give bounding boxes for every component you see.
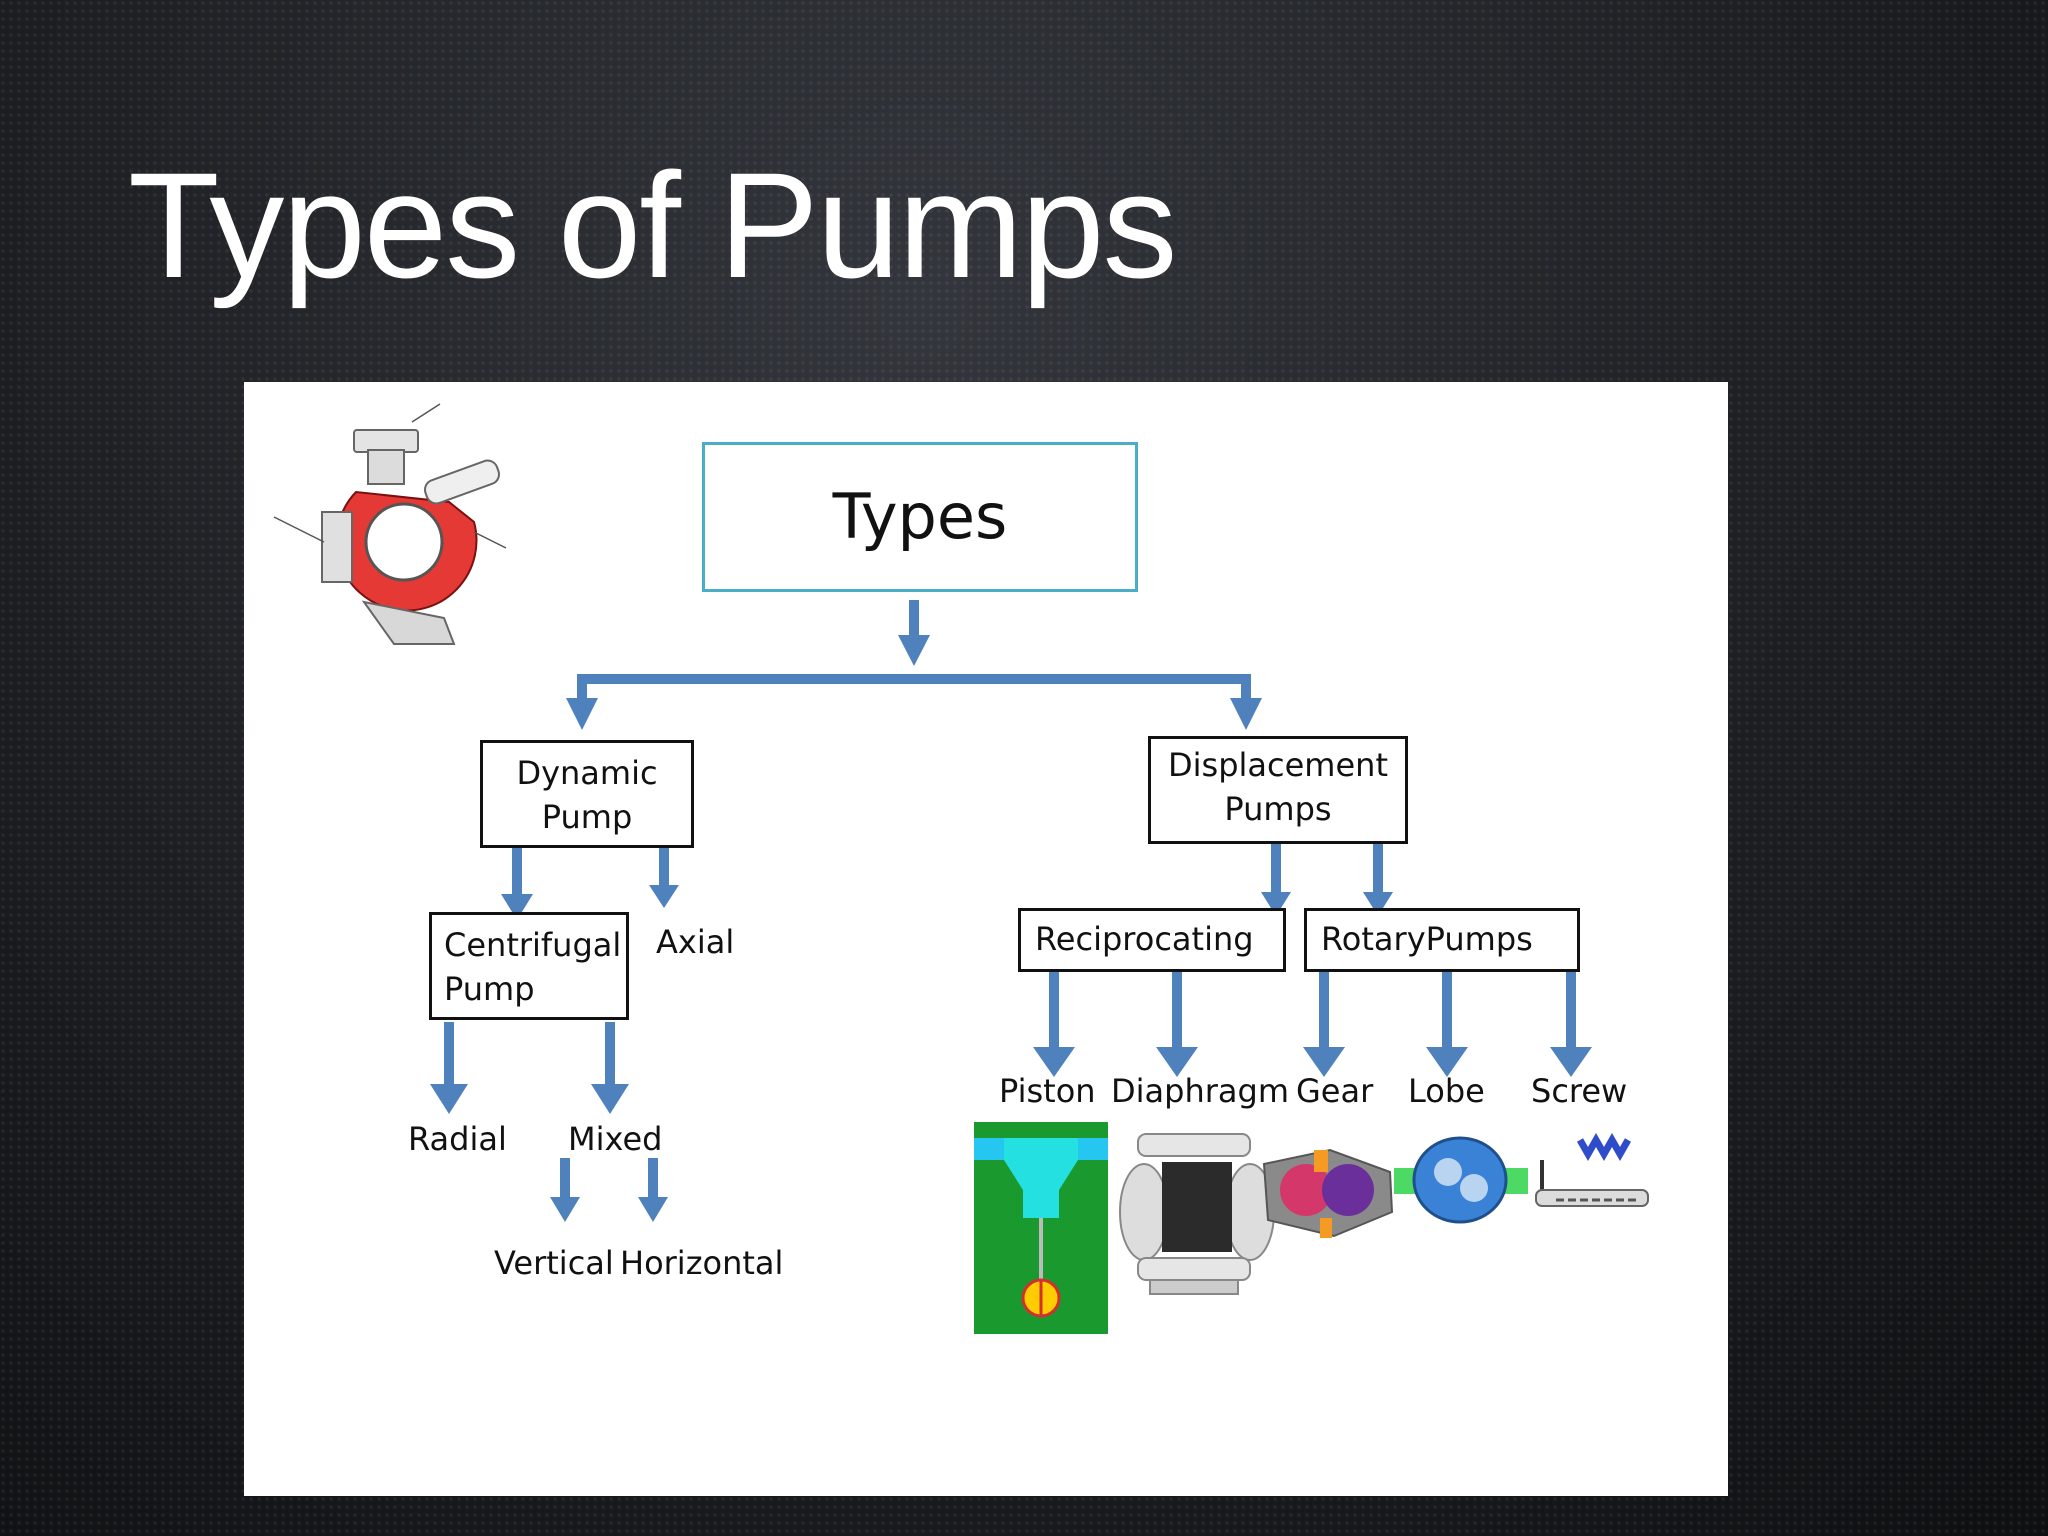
label-radial: Radial [408,1120,507,1158]
label-axial: Axial [656,923,735,961]
label-screw: Screw [1531,1072,1628,1110]
piston-illustration [974,1122,1108,1334]
connector-lines [444,600,1576,1200]
centrifugal-pump-illustration [273,403,507,645]
screw-illustration [1535,1132,1649,1207]
node-centrifugal-pump-line2: Pump [444,970,535,1008]
label-vertical: Vertical [494,1244,614,1282]
node-dynamic-pump: Dynamic Pump [480,740,694,848]
label-horizontal: Horizontal [620,1244,784,1282]
node-reciprocating-label: Reciprocating [1035,920,1254,958]
node-dynamic-pump-line2: Pump [541,798,633,836]
node-displacement-pumps-line2: Pumps [1224,790,1332,828]
label-piston: Piston [999,1072,1096,1110]
node-types-label: Types [832,480,1008,553]
diagram-canvas [273,403,1649,1334]
label-diaphragm: Diaphragm [1111,1072,1289,1110]
node-centrifugal-pump: Centrifugal Pump [429,912,629,1020]
slide-title: Types of Pumps [128,141,1177,309]
label-gear: Gear [1296,1072,1374,1110]
diaphragm-illustration [1119,1133,1275,1295]
gear-illustration [1262,1148,1394,1238]
node-reciprocating: Reciprocating [1018,908,1286,972]
node-dynamic-pump-line1: Dynamic [516,754,658,792]
arrowheads [430,635,1592,1222]
node-rotary-pumps-label: RotaryPumps [1321,920,1533,958]
node-centrifugal-pump-line1: Centrifugal [444,926,622,964]
diagram-panel: Types Dynamic Pump Displacement Pumps Ce… [244,382,1728,1496]
lobe-illustration [1394,1136,1528,1224]
node-rotary-pumps: RotaryPumps [1304,908,1580,972]
label-lobe: Lobe [1408,1072,1485,1110]
node-types: Types [702,442,1138,592]
label-mixed: Mixed [568,1120,663,1158]
node-displacement-pumps: Displacement Pumps [1148,736,1408,844]
node-displacement-pumps-line1: Displacement [1168,746,1388,784]
